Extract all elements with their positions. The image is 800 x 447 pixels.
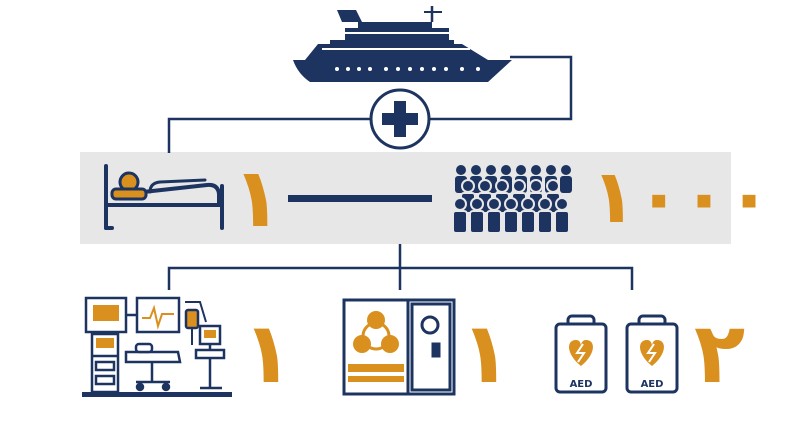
connector-ship-right: [430, 55, 573, 121]
ratio-dash: [288, 195, 432, 202]
cruise-ship-icon: [293, 6, 512, 82]
aed-label-left: AED: [570, 379, 593, 390]
isolation-room-icon: [342, 298, 456, 396]
aed-kit-icon-left: AED: [554, 314, 608, 394]
isolation-count-numeral: ١: [460, 304, 512, 402]
icu-count-numeral: ١: [242, 304, 294, 402]
aed-kit-icon-right: AED: [625, 314, 679, 394]
passenger-count-numeral: ١٠٠٠: [591, 154, 772, 240]
bed-count-numeral: ١: [232, 151, 283, 246]
aed-label-right: AED: [641, 379, 664, 390]
hospital-bed-icon: [104, 164, 224, 230]
connector-lines: [167, 55, 634, 290]
connector-ship-left: [167, 117, 370, 153]
icu-equipment-icon: [82, 296, 232, 397]
medical-cross-icon: [369, 88, 431, 150]
aed-count-numeral: ٢: [694, 304, 746, 402]
people-crowd-icon: [452, 165, 572, 234]
